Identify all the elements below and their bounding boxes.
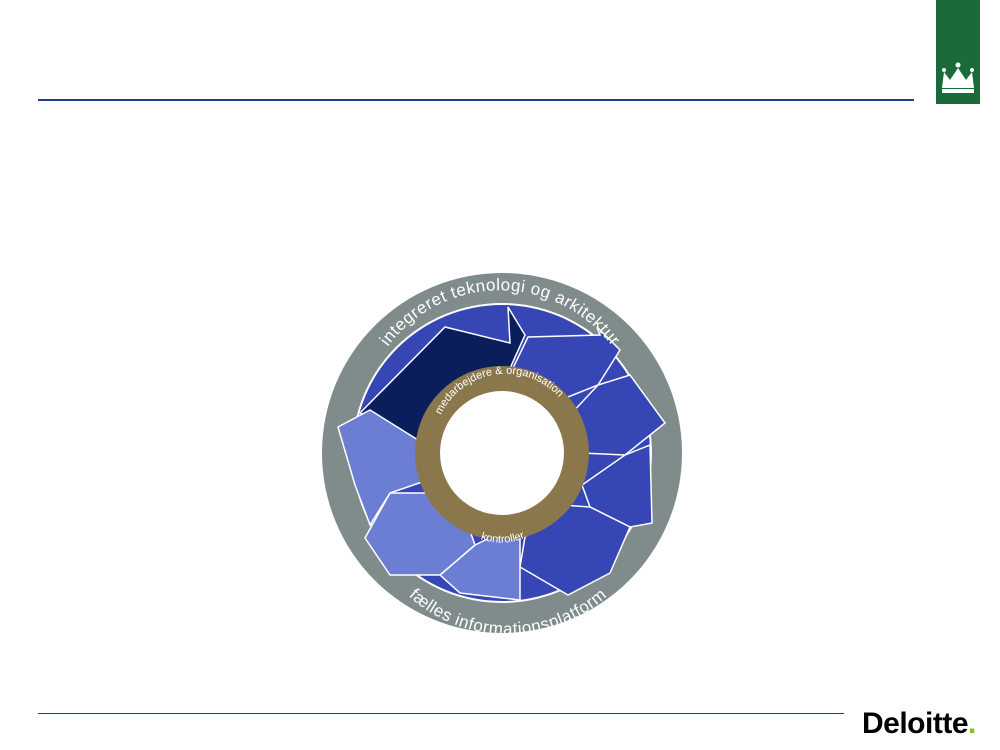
crown-icon [942,62,974,93]
process-arrow [337,409,429,527]
inner-bottom-label: kontroller [480,529,527,545]
brand-name: Deloitte [862,707,969,740]
deloitte-logo: Deloitte. [862,707,976,741]
header-rule [38,99,914,101]
cycle-diagram: integreret teknologi og arkitektur fælle… [322,273,682,638]
footer-rule [38,713,844,714]
brand-dot: . [968,707,976,740]
crest-logo [936,0,980,104]
inner-circle [440,391,564,515]
